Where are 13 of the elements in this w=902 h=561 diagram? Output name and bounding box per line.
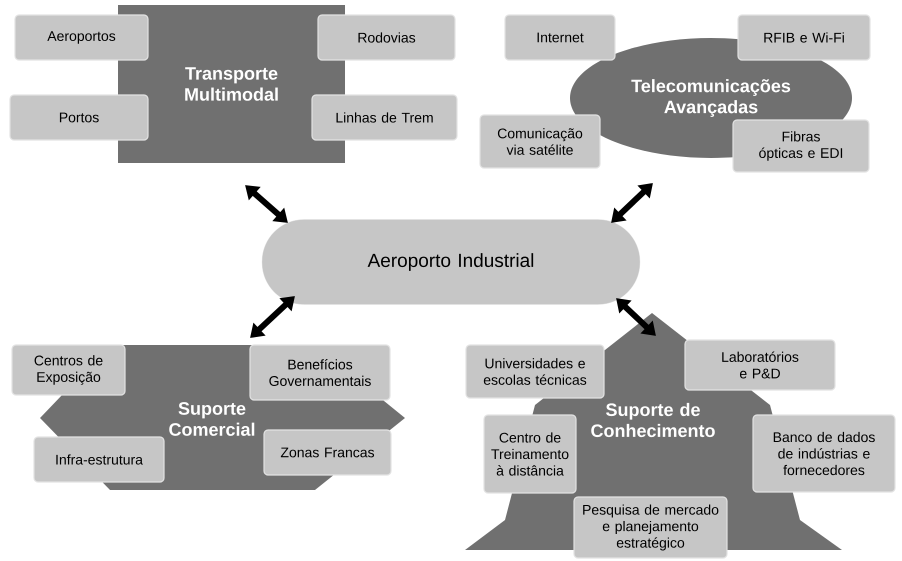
rounded-box: Internet (504, 14, 616, 61)
rounded-box: Fibras ópticas e EDI (732, 119, 870, 173)
rounded-box: Banco de dados de indústrias e fornecedores (752, 414, 896, 493)
rounded-box: Universidades e escolas técnicas (465, 344, 605, 399)
rounded-box: Linhas de Trem (311, 94, 458, 141)
rounded-box: RFIB e Wi-Fi (737, 14, 871, 61)
rounded-box: Rodovias (317, 14, 456, 61)
rounded-box: Comunicação via satélite (479, 114, 601, 169)
rounded-box: Portos (9, 94, 149, 141)
rounded-box: Pesquisa de mercado e planejamento estratégico (573, 496, 728, 559)
rounded-box: Centros de Exposição (11, 344, 126, 396)
rounded-box: Laboratórios e P&D (684, 339, 836, 391)
rounded-box: Aeroportos (14, 14, 149, 61)
